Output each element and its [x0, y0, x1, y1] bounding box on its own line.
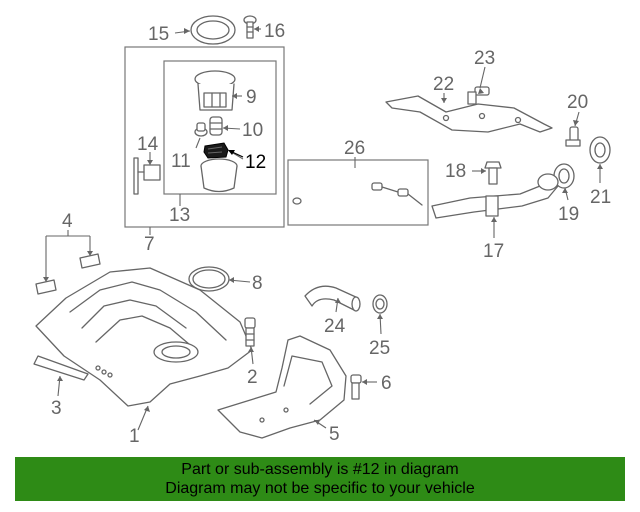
callout-9: 9 — [246, 87, 257, 108]
part-20-bolt — [565, 126, 581, 147]
callout-16: 16 — [264, 21, 285, 42]
banner-line-2: Diagram may not be specific to your vehi… — [165, 480, 475, 497]
part-4-pads — [35, 253, 101, 295]
callout-5: 5 — [329, 424, 340, 445]
callout-14: 14 — [137, 134, 159, 155]
callout-25: 25 — [369, 338, 390, 359]
parts-diagram: 15 16 9 10 11 12 14 13 7 4 8 26 22 23 20… — [33, 15, 611, 447]
part-1-fuel-tank — [35, 267, 253, 407]
callout-8: 8 — [252, 273, 263, 294]
pump-reservoir — [200, 158, 238, 193]
part-26-vent-hose — [292, 174, 423, 206]
callout-12: 12 — [245, 152, 266, 173]
banner-line-1: Part or sub-assembly is #12 in diagram — [181, 461, 459, 478]
callout-13: 13 — [169, 205, 190, 226]
callout-7: 7 — [144, 234, 155, 255]
part-26-box — [287, 159, 429, 226]
callout-6: 6 — [381, 373, 392, 394]
fuel-pump-assembly-box — [124, 46, 285, 228]
part-5-heat-shield — [217, 335, 347, 439]
part-25-clamp — [372, 294, 388, 314]
callout-19: 19 — [558, 204, 579, 225]
part-11-o-ring — [194, 122, 208, 137]
part-6-bolt — [350, 374, 362, 400]
callout-12-leader — [229, 150, 244, 158]
callout-3: 3 — [51, 398, 62, 419]
callout-18: 18 — [445, 161, 466, 182]
part-8-gasket — [188, 266, 230, 292]
part-18-bolt — [484, 161, 502, 185]
callout-12-arrowhead — [228, 150, 235, 155]
callout-24: 24 — [324, 316, 346, 337]
part-23-bolt — [467, 86, 490, 105]
callout-1: 1 — [129, 426, 140, 447]
info-banner: Part or sub-assembly is #12 in diagram D… — [15, 457, 625, 501]
callout-2: 2 — [247, 367, 258, 388]
part-24-hose — [304, 285, 361, 312]
part-22-bracket — [385, 95, 553, 133]
callout-26: 26 — [344, 138, 365, 159]
callout-23: 23 — [474, 48, 495, 69]
part-2-bolt — [244, 317, 256, 347]
part-16-screw — [243, 15, 257, 39]
part-9-pump-module — [194, 70, 236, 111]
part-12-fuel-sender — [203, 142, 229, 159]
part-21-fuel-cap — [589, 136, 611, 164]
arrowheads — [43, 26, 603, 425]
part-10-fuel-filter — [209, 116, 223, 136]
callout-11: 11 — [171, 151, 191, 172]
fuel-pump-subassembly-box — [163, 60, 277, 195]
part-14-sender-arm — [133, 157, 161, 195]
part-17-filler-neck — [431, 173, 559, 219]
callout-17: 17 — [483, 241, 504, 262]
part-15-cover-ring — [190, 15, 236, 45]
callout-4: 4 — [62, 211, 73, 232]
callout-22: 22 — [433, 74, 454, 95]
callout-10: 10 — [242, 120, 263, 141]
callout-20: 20 — [567, 92, 588, 113]
leader-lines — [45, 28, 601, 431]
callout-15: 15 — [148, 24, 169, 45]
part-3-protector — [33, 355, 89, 381]
callout-21: 21 — [590, 187, 611, 208]
